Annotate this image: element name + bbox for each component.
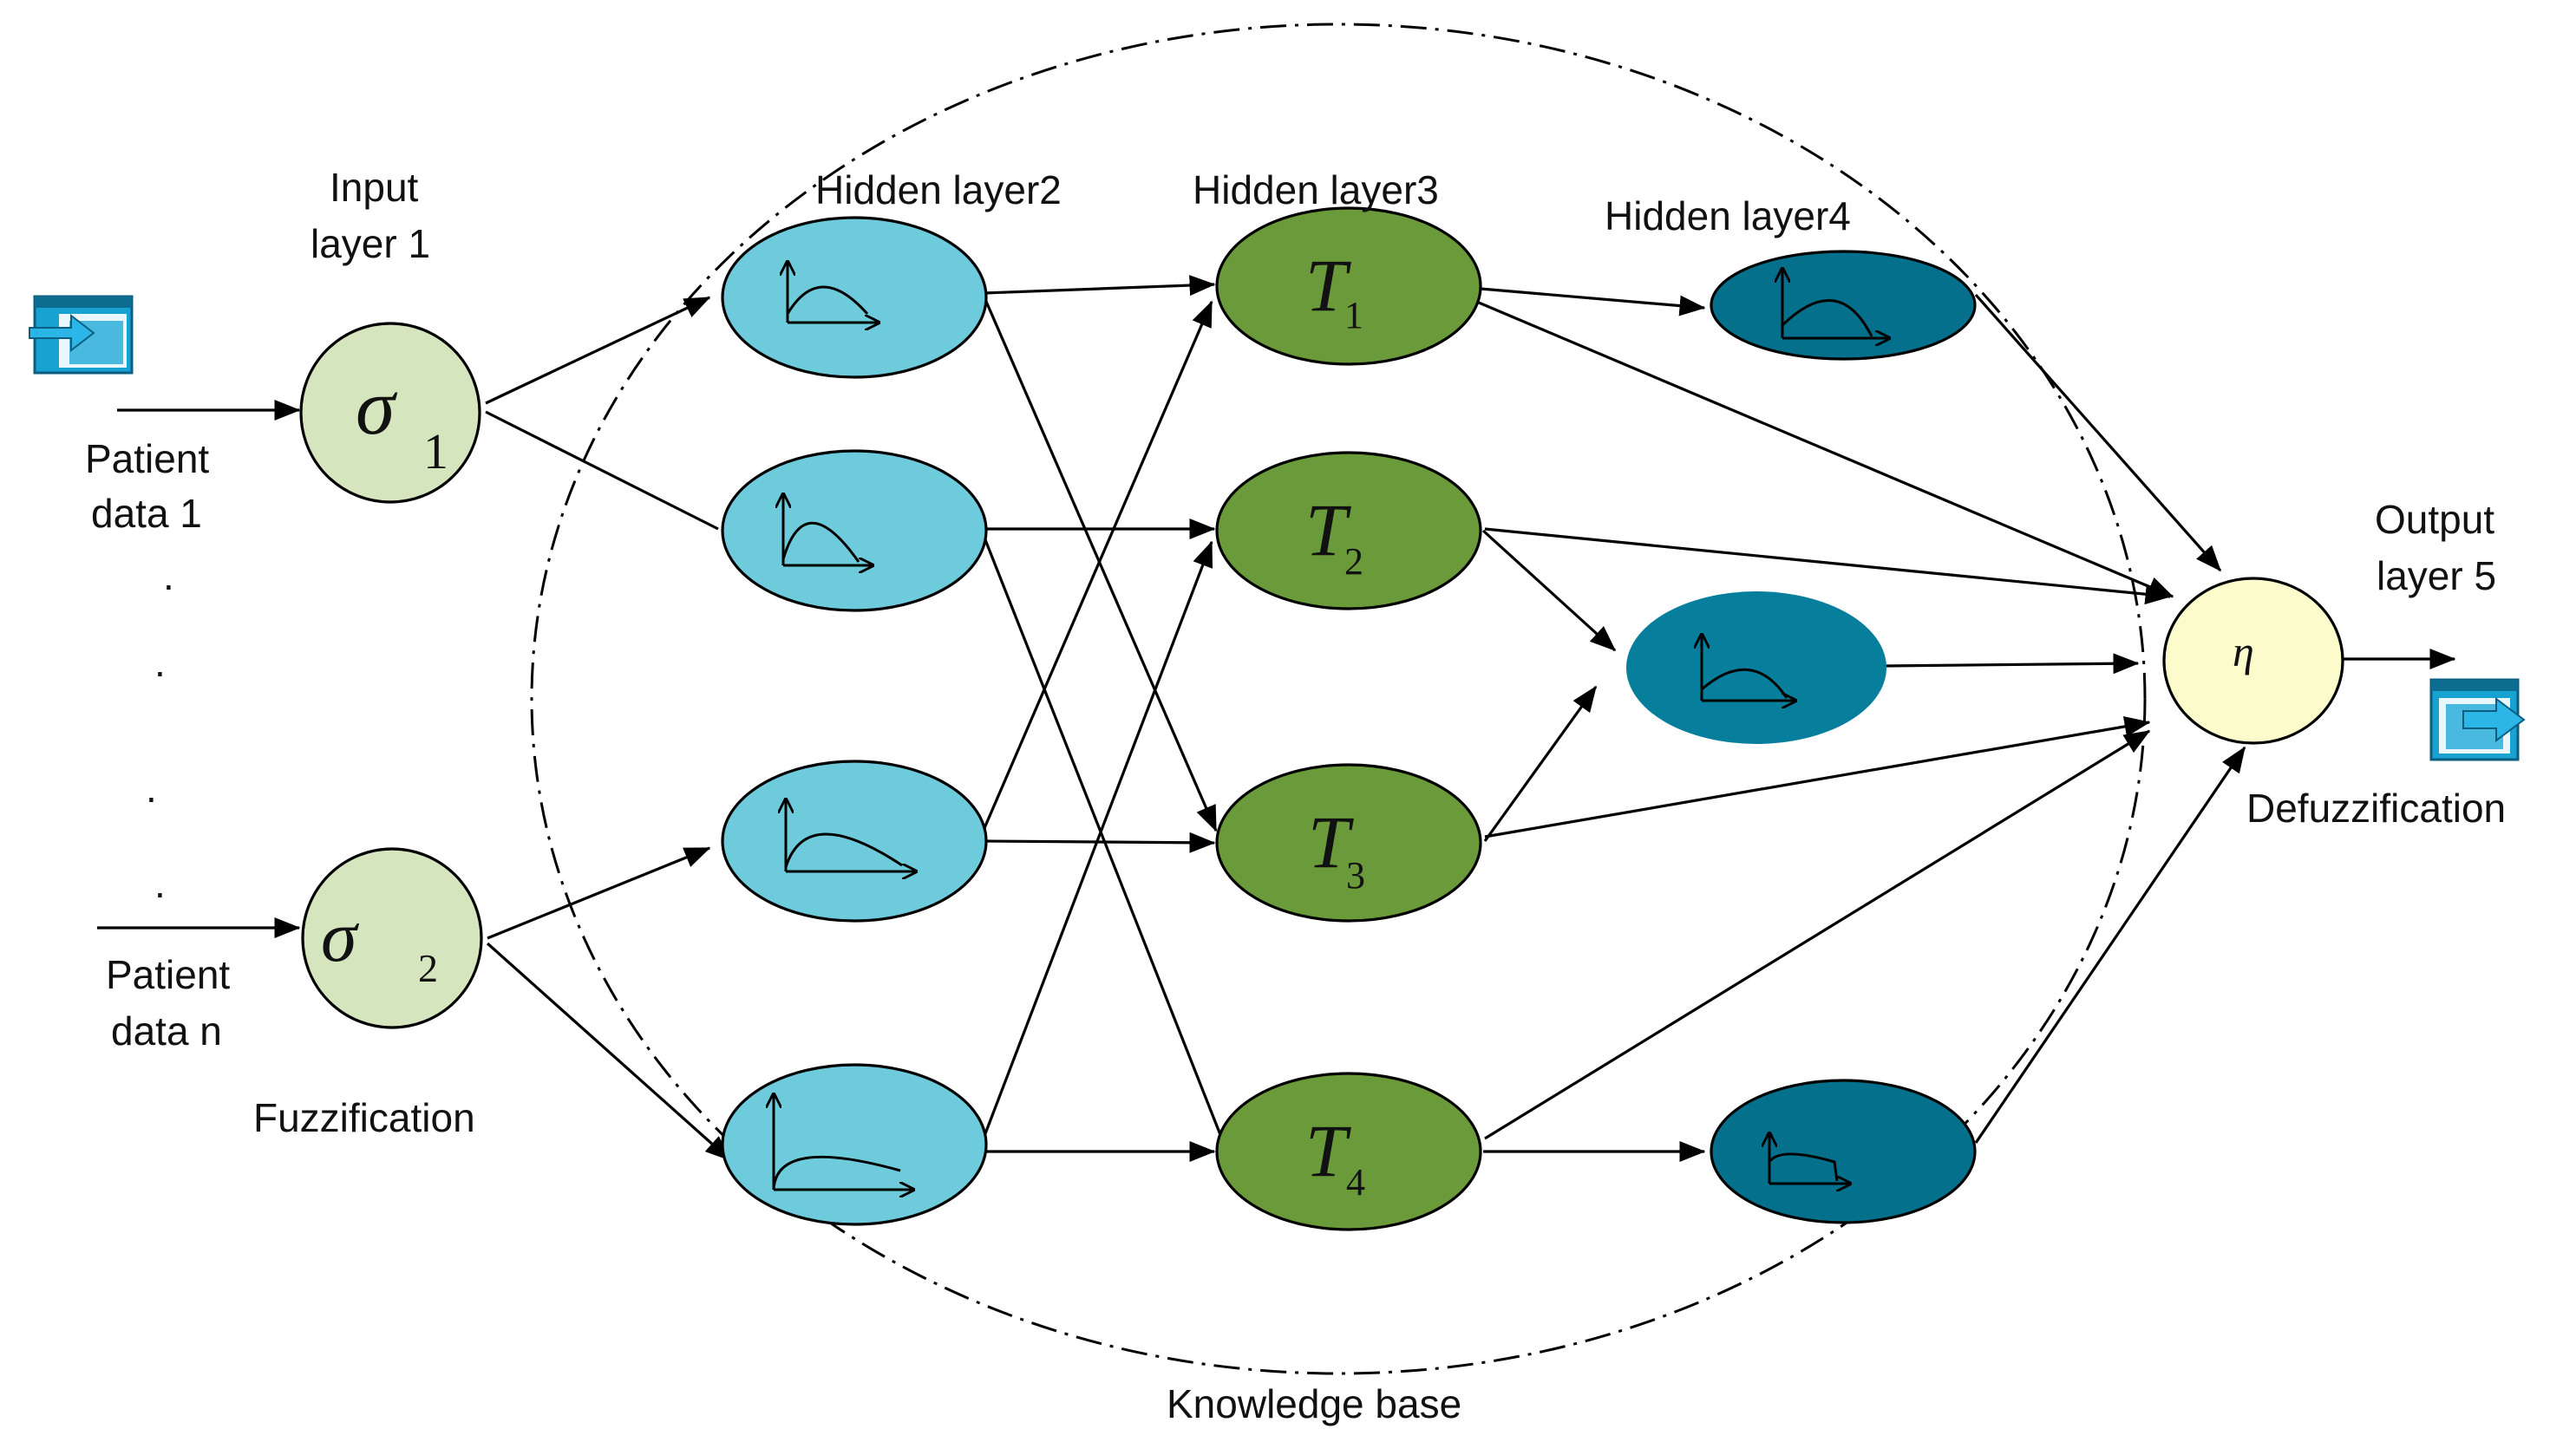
membership-curve-icon: [788, 260, 880, 323]
node-t-4: T 4: [1215, 1072, 1482, 1231]
edge-h2c-t3: [984, 832, 1216, 853]
knowledge-base-label: Knowledge base: [1167, 1381, 1461, 1426]
membership-curve-icon: [1782, 267, 1891, 338]
edge-h2d-t2: [983, 540, 1213, 1137]
node-h4-a: [1710, 250, 1977, 361]
edge-sigma1-h2b: [485, 410, 719, 531]
edge-sigma2-h2c: [487, 846, 711, 940]
membership-curve-icon: [1702, 633, 1797, 701]
input-layer-label-line1: Input: [330, 165, 419, 210]
t-4-sub: 4: [1346, 1161, 1365, 1204]
sigma-2-sub: 2: [418, 946, 438, 990]
t-2-sub: 2: [1344, 540, 1363, 583]
edge-t4-eta: [1484, 729, 2151, 1140]
patient-data-n-line2: data n: [111, 1008, 222, 1054]
sigma-1-symbol: σ: [356, 362, 398, 451]
node-h2-d: [721, 1063, 988, 1226]
sigma-1-sub: 1: [423, 423, 448, 480]
patient-data-n-line1: Patient: [106, 952, 230, 997]
node-t-1: T 1: [1215, 206, 1482, 366]
edge-t1-eta: [1449, 289, 2174, 598]
membership-curve-icon: [774, 1093, 915, 1190]
edge-sigma2-h2d: [486, 942, 732, 1162]
edge-t2-eta: [1484, 527, 2172, 605]
edge-h2b-t4: [983, 537, 1244, 1191]
edge-h2a-t3: [983, 297, 1218, 832]
edge-h2c-t1: [983, 300, 1213, 829]
node-t-3: T 3: [1215, 763, 1482, 923]
hidden-layer3-label: Hidden layer3: [1193, 167, 1439, 212]
membership-curve-icon: [783, 493, 874, 565]
t-3-symbol: T: [1308, 800, 1354, 884]
t-1-sub: 1: [1344, 294, 1363, 336]
membership-curve-icon: [1769, 1132, 1852, 1184]
edge-t2-h4b: [1481, 529, 1617, 652]
input-data-icon: [29, 295, 134, 375]
output-data-icon: [2429, 678, 2526, 761]
ellipsis-dot-1: .: [163, 553, 174, 598]
t-2-symbol: T: [1305, 488, 1351, 571]
edge-t1-h4a: [1449, 284, 1706, 316]
node-h2-a: [721, 216, 988, 379]
edge-h4c-eta: [1974, 746, 2246, 1144]
knowledge-base-boundary: [530, 23, 2147, 1375]
node-t-2: T 2: [1215, 451, 1482, 610]
node-h2-b: [721, 449, 988, 612]
ellipsis-dot-4: .: [154, 861, 166, 906]
output-layer-label-line2: layer 5: [2377, 553, 2496, 598]
eta-symbol: η: [2233, 627, 2254, 675]
hidden-layer4-label: Hidden layer4: [1605, 193, 1851, 238]
edge-sigma1-h2a: [485, 296, 711, 405]
t-3-sub: 3: [1346, 854, 1365, 897]
node-h2-c: [721, 760, 988, 923]
input-layer-label-line2: layer 1: [311, 221, 430, 266]
node-h4-b: [1626, 591, 1886, 744]
t-4-symbol: T: [1305, 1109, 1351, 1192]
edge-t3-h4b: [1483, 685, 1598, 842]
node-sigma-2: σ 2: [301, 847, 483, 1029]
edge-h4a-eta: [1974, 293, 2222, 572]
edge-h4b-eta: [1883, 653, 2140, 675]
output-layer-label-line1: Output: [2375, 497, 2494, 542]
node-sigma-1: σ 1: [299, 322, 481, 504]
ellipsis-dot-2: .: [154, 640, 166, 685]
edges: [97, 275, 2456, 1191]
fuzzification-label: Fuzzification: [253, 1095, 475, 1140]
ellipsis-dot-3: .: [146, 766, 157, 811]
edge-h2a-t1: [984, 275, 1216, 297]
t-1-symbol: T: [1305, 244, 1351, 327]
membership-curve-icon: [786, 798, 918, 871]
hidden-layer2-label: Hidden layer2: [815, 167, 1062, 212]
sigma-2-symbol: σ: [321, 897, 360, 977]
defuzzification-label: Defuzzification: [2246, 786, 2506, 831]
node-h4-c: [1710, 1079, 1977, 1224]
edge-t3-eta: [1484, 716, 2151, 838]
node-eta: η: [2162, 577, 2344, 745]
patient-data-1-line1: Patient: [85, 436, 209, 481]
patient-data-1-line2: data 1: [91, 491, 202, 536]
